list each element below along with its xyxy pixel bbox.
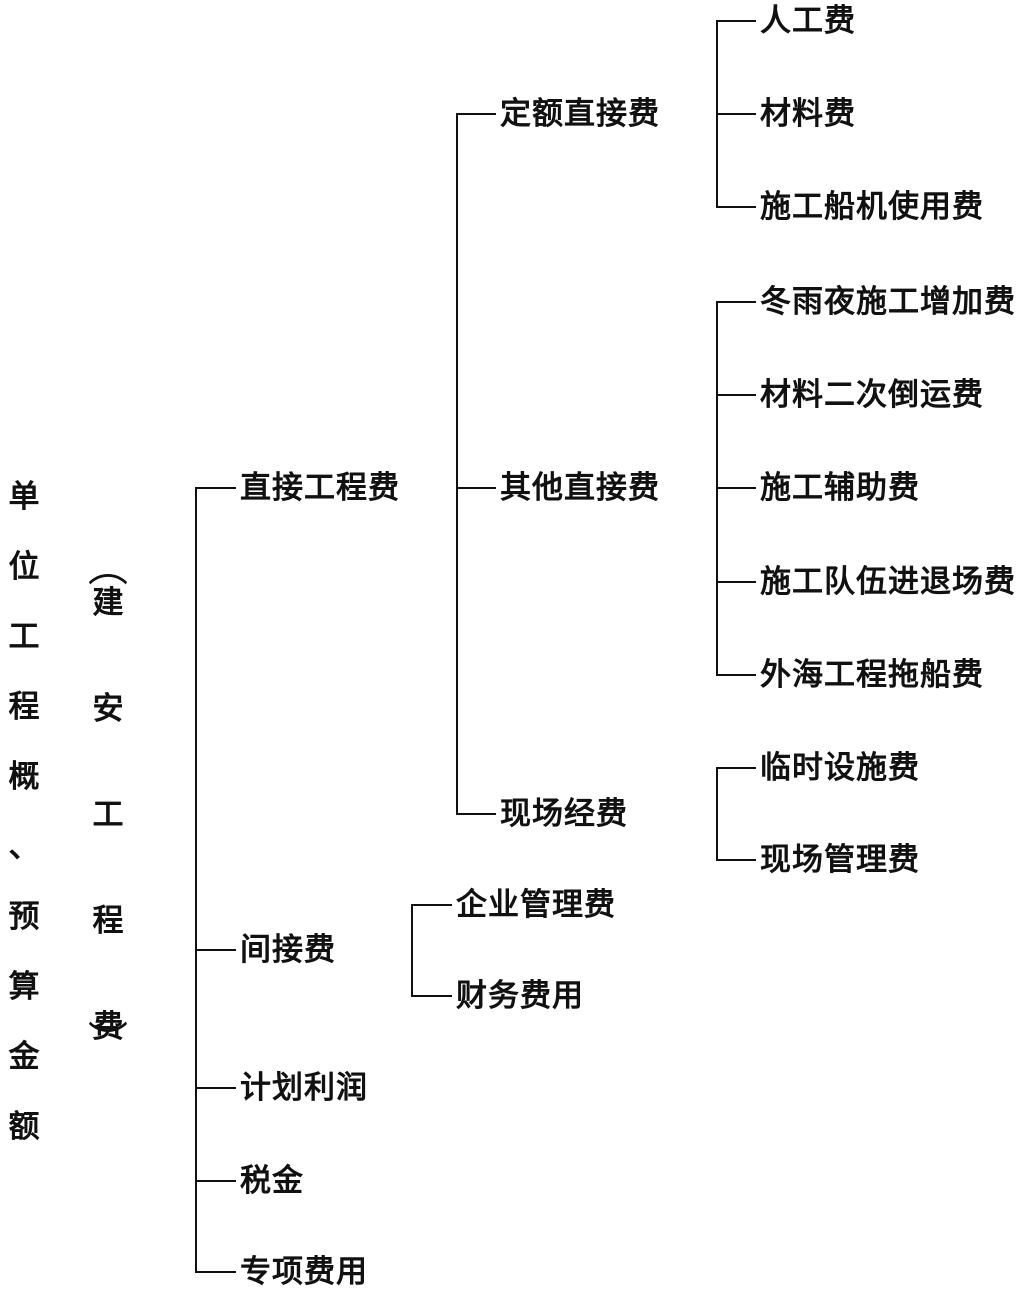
direct-cost-label: 直接工程费	[240, 470, 400, 506]
offshore-towing-label: 外海工程拖船费	[760, 657, 984, 693]
secondary-transport-label: 材料二次倒运费	[760, 377, 984, 413]
bracket-indirect	[411, 904, 452, 997]
sub-root-char: 建	[92, 585, 124, 621]
root-char: 概	[8, 759, 40, 795]
root-char: 额	[8, 1109, 40, 1145]
bracket-main	[195, 487, 236, 1273]
ship-machine-label: 施工船机使用费	[760, 189, 984, 225]
site-management-label: 现场管理费	[760, 842, 920, 878]
root-char: 算	[8, 969, 40, 1005]
material-label: 材料费	[760, 96, 856, 132]
sub-root-label: 建 安 工 程 费	[88, 568, 128, 1062]
finance-cost-label: 财务费用	[456, 978, 584, 1014]
tax-label: 税金	[240, 1163, 304, 1199]
enterprise-mgmt-label: 企业管理费	[456, 887, 616, 923]
root-char: 程	[8, 689, 40, 725]
quota-direct-label: 定额直接费	[500, 96, 660, 132]
other-direct-label: 其他直接费	[500, 470, 660, 506]
sub-root-char: 工	[92, 797, 124, 833]
bracket-site	[716, 767, 756, 861]
temporary-facilities-label: 临时设施费	[760, 750, 920, 786]
sub-root-char: 安	[92, 691, 124, 727]
planned-profit-label: 计划利润	[240, 1070, 368, 1106]
root-char: 工	[8, 619, 40, 655]
root-char: 、	[8, 829, 40, 865]
open-paren: ︵	[88, 545, 128, 591]
root-char: 位	[8, 549, 40, 585]
special-cost-label: 专项费用	[240, 1254, 368, 1290]
sub-root-char: 费	[92, 1009, 124, 1045]
winter-rain-night-label: 冬雨夜施工增加费	[760, 284, 1016, 320]
close-paren: ︶	[88, 1019, 128, 1065]
labor-label: 人工费	[760, 3, 856, 39]
root-label: 单 位 工 程 概 、 预 算 金 额	[4, 462, 44, 1162]
sub-root-char: 程	[92, 903, 124, 939]
root-char: 预	[8, 899, 40, 935]
team-mobilization-label: 施工队伍进退场费	[760, 564, 1016, 600]
bracket-direct	[456, 113, 496, 815]
root-char: 单	[8, 479, 40, 515]
construction-aux-label: 施工辅助费	[760, 470, 920, 506]
root-char: 金	[8, 1039, 40, 1075]
indirect-cost-label: 间接费	[240, 932, 336, 968]
site-expense-label: 现场经费	[500, 796, 628, 832]
